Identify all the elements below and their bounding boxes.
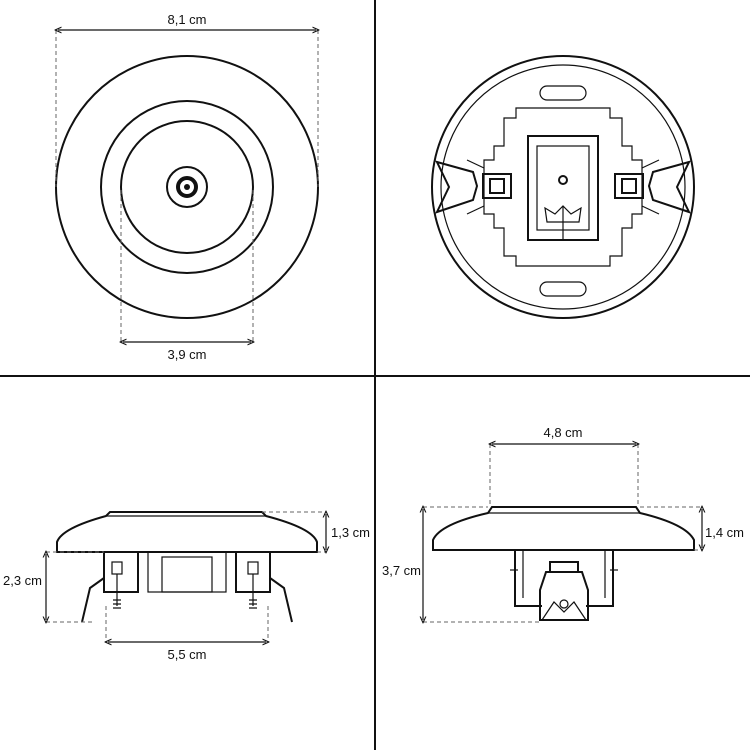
right-cap-height-label: 1,4 cm [705, 525, 744, 540]
left-terminal-a [103, 551, 139, 593]
back-left-terminal [482, 173, 512, 199]
left-height-label: 2,3 cm [3, 573, 42, 588]
right-mechanism [539, 571, 589, 621]
right-cap [432, 506, 695, 551]
front-middle-ring [100, 100, 274, 274]
left-base-label: 5,5 cm [167, 647, 206, 662]
right-top-width-label: 4,8 cm [543, 425, 582, 440]
back-outer-ring [431, 55, 695, 319]
right-total-height-label: 3,7 cm [382, 563, 421, 578]
left-cap-height-label: 1,3 cm [331, 525, 370, 540]
back-right-clip [647, 160, 691, 214]
front-knob-label: 3,9 cm [167, 347, 206, 362]
back-top-slot [539, 85, 587, 101]
back-frame [483, 107, 643, 267]
left-body [147, 551, 227, 593]
back-left-clip [435, 160, 479, 214]
front-center-outer [166, 166, 208, 208]
back-right-terminal [614, 173, 644, 199]
side-view-right: 4,8 cm 1,4 cm 3,7 cm [382, 425, 744, 622]
front-knob-ring [120, 120, 254, 254]
front-view: 8,1 cm 3,9 cm [56, 12, 318, 362]
right-frame [514, 550, 614, 607]
side-view-left: 2,3 cm 1,3 cm 5,5 cm [3, 512, 370, 662]
front-center-inner [176, 176, 198, 198]
front-width-label: 8,1 cm [167, 12, 206, 27]
back-view [431, 55, 695, 319]
back-inner-ring [440, 64, 686, 310]
left-cap [56, 511, 318, 553]
front-center-dot [184, 184, 190, 190]
back-bottom-slot [539, 281, 587, 297]
